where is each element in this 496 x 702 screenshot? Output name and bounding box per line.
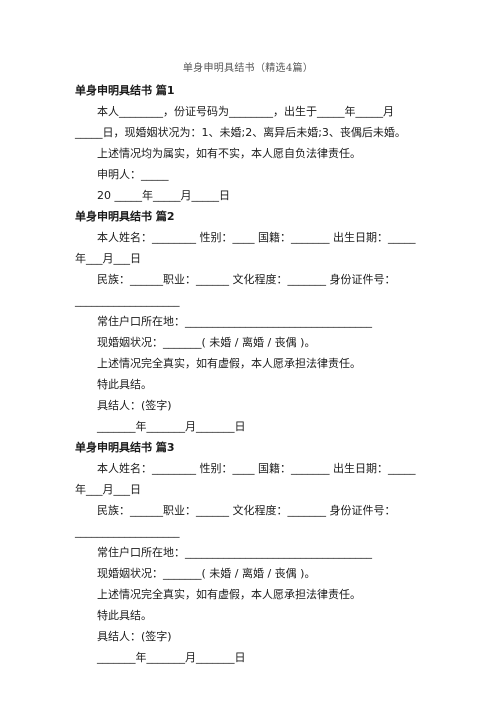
paragraph-line: 现婚姻状况：_______( 未婚 / 离婚 / 丧偶 )。 <box>97 567 316 580</box>
paragraph-line: 上述情况完全真实，如有虚假，本人愿承担法律责任。 <box>97 357 361 370</box>
paragraph-line: ___________________ <box>75 294 180 307</box>
paragraph-line: 民族：______职业：______ 文化程度：_______ 身份证件号： <box>97 504 396 517</box>
date-line: _______年_______月_______日 <box>97 420 246 433</box>
paragraph-line: 年___月___日 <box>75 252 141 265</box>
paragraph-line: 上述情况均为属实，如有不实，本人愿自负法律责任。 <box>97 147 361 160</box>
paragraph-line: 现婚姻状况：_______( 未婚 / 离婚 / 丧偶 )。 <box>97 336 316 349</box>
paragraph-line: 年___月___日 <box>75 483 141 496</box>
document-body: 单身申明具结书 篇1 本人________，份证号码为________，出生于_… <box>75 80 419 668</box>
document-header: 单身申明具结书（精选4篇） <box>182 63 314 74</box>
paragraph-line: 本人________，份证号码为________，出生于_____年_____月 <box>97 105 394 118</box>
signature-line: 具结人：(签字) <box>97 630 172 643</box>
section-title-3: 单身申明具结书 篇3 <box>75 441 175 454</box>
paragraph-line: 上述情况完全真实，如有虚假，本人愿承担法律责任。 <box>97 588 361 601</box>
date-line: 20 _____年_____月_____日 <box>97 189 230 202</box>
paragraph-line: _____日，现婚姻状况为：1、未婚;2、离异后未婚;3、丧偶后未婚。 <box>75 126 406 139</box>
paragraph-line: 常住户口所在地：________________________________… <box>97 546 372 559</box>
signature-line: 具结人：(签字) <box>97 399 172 412</box>
section-title-2: 单身申明具结书 篇2 <box>75 210 175 223</box>
paragraph-line: 民族：______职业：______ 文化程度：_______ 身份证件号： <box>97 273 396 286</box>
paragraph-line: 本人姓名：________ 性别：____ 国籍：_______ 出生日期：__… <box>97 231 416 244</box>
paragraph-line: ___________________ <box>75 525 180 538</box>
paragraph-line: 本人姓名：________ 性别：____ 国籍：_______ 出生日期：__… <box>97 462 416 475</box>
paragraph-line: 特此具结。 <box>97 378 152 391</box>
date-line: _______年_______月_______日 <box>97 651 246 664</box>
paragraph-line: 特此具结。 <box>97 609 152 622</box>
paragraph-line: 常住户口所在地：________________________________… <box>97 315 372 328</box>
signature-line: 申明人：_____ <box>97 168 169 181</box>
section-title-1: 单身申明具结书 篇1 <box>75 84 175 97</box>
